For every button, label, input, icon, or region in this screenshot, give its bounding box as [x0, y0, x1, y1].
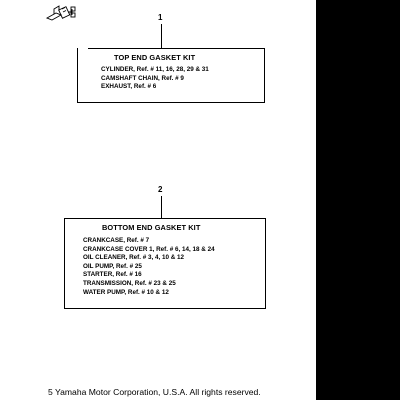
list-item: STARTER, Ref. # 16 [83, 271, 142, 279]
list-item: EXHAUST, Ref. # 6 [101, 83, 157, 91]
top-end-kit-box [77, 48, 265, 103]
box-top-edge [88, 48, 264, 49]
top-end-kit-title: TOP END GASKET KIT [114, 53, 196, 62]
gasket-thumbnail-icon [45, 5, 76, 21]
list-item: CRANKCASE, Ref. # 7 [83, 237, 150, 244]
list-item: OIL CLEANER, Ref. # 3, 4, 10 & 12 [83, 254, 185, 262]
callout-number-1: 1 [158, 13, 163, 22]
list-item: CAMSHAFT CHAIN, Ref. # 9 [101, 74, 184, 82]
bottom-end-kit-box [64, 218, 266, 309]
leader-line-1 [161, 24, 162, 49]
leader-line-2 [161, 196, 162, 219]
bottom-end-kit-title: BOTTOM END GASKET KIT [102, 223, 201, 232]
box-top-edge [65, 218, 265, 219]
page-edge-band [316, 0, 400, 400]
bottom-end-kit-items: CRANKCASE, Ref. # 7 CRANKCASE COVER 1, R… [83, 237, 215, 297]
list-item: WATER PUMP, Ref. # 10 & 12 [83, 288, 169, 296]
list-item: CRANKCASE COVER 1, Ref. # 6, 14, 18 & 24 [83, 245, 215, 253]
copyright-footer: 5 Yamaha Motor Corporation, U.S.A. All r… [48, 387, 261, 397]
top-end-kit-items: CYLINDER, Ref. # 11, 16, 28, 29 & 31 CAM… [101, 66, 209, 92]
callout-number-2: 2 [158, 185, 163, 194]
list-item: CYLINDER, Ref. # 11, 16, 28, 29 & 31 [101, 66, 209, 73]
list-item: TRANSMISSION, Ref. # 23 & 25 [83, 279, 176, 287]
list-item: OIL PUMP, Ref. # 25 [83, 262, 142, 270]
